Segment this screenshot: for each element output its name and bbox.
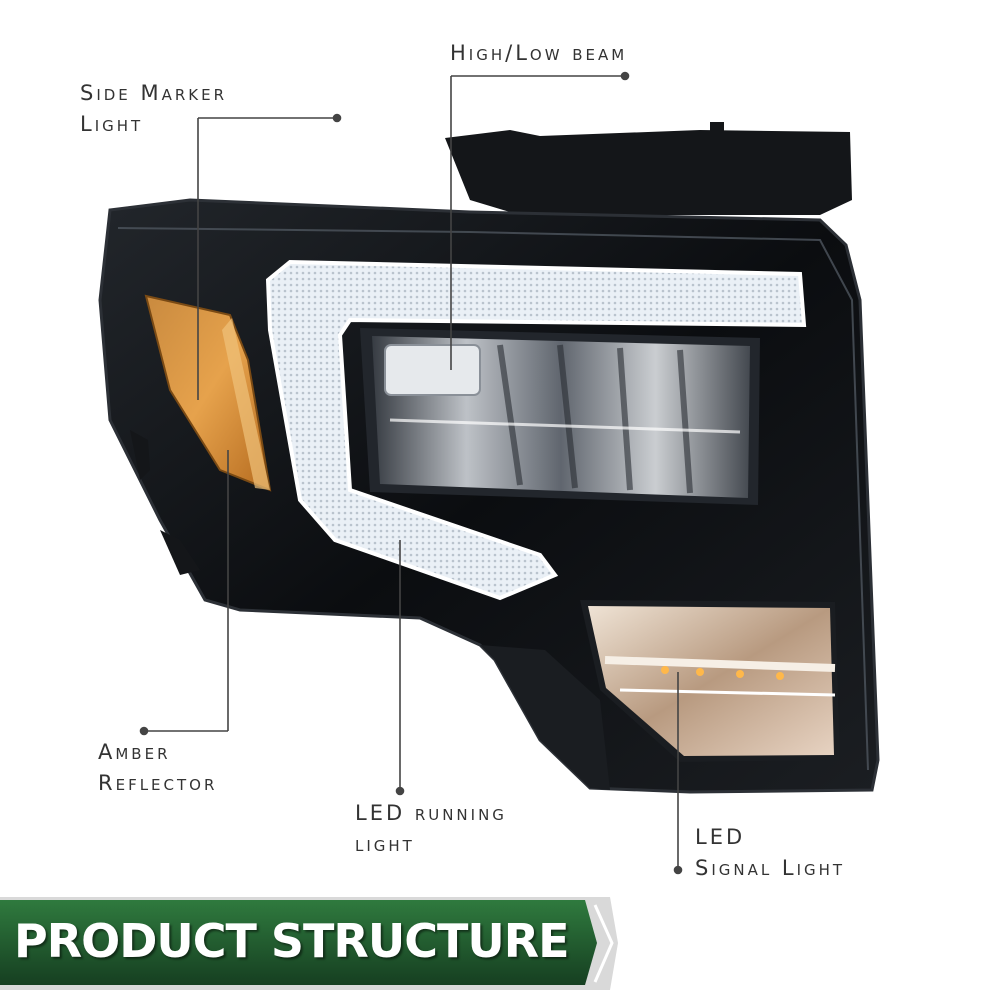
housing-chin: [480, 645, 610, 790]
label-line: LED running: [355, 801, 507, 825]
label-led-running-light: LED running light: [355, 798, 507, 860]
label-high-low-beam: High/Low beam: [450, 38, 627, 69]
label-led-signal-light: LED Signal Light: [695, 822, 845, 884]
label-line: Light: [80, 112, 144, 136]
led-signal-light: [580, 600, 840, 762]
label-line: Amber: [98, 740, 171, 764]
high-low-beam-projector: [360, 328, 760, 505]
mounting-bracket: [445, 122, 852, 215]
label-line: Reflector: [98, 771, 218, 795]
label-line: Signal Light: [695, 856, 846, 880]
led-running-light: [265, 259, 807, 601]
label-line: High/Low beam: [450, 41, 628, 65]
banner-title: PRODUCT STRUCTURE: [14, 914, 570, 968]
label-line: light: [355, 832, 415, 856]
label-line: LED: [695, 825, 746, 849]
label-side-marker-light: Side Marker Light: [80, 78, 227, 140]
label-line: Side Marker: [80, 81, 227, 105]
callout-lines: [139, 71, 683, 875]
banner: [0, 897, 618, 990]
label-amber-reflector: Amber Reflector: [98, 737, 217, 799]
